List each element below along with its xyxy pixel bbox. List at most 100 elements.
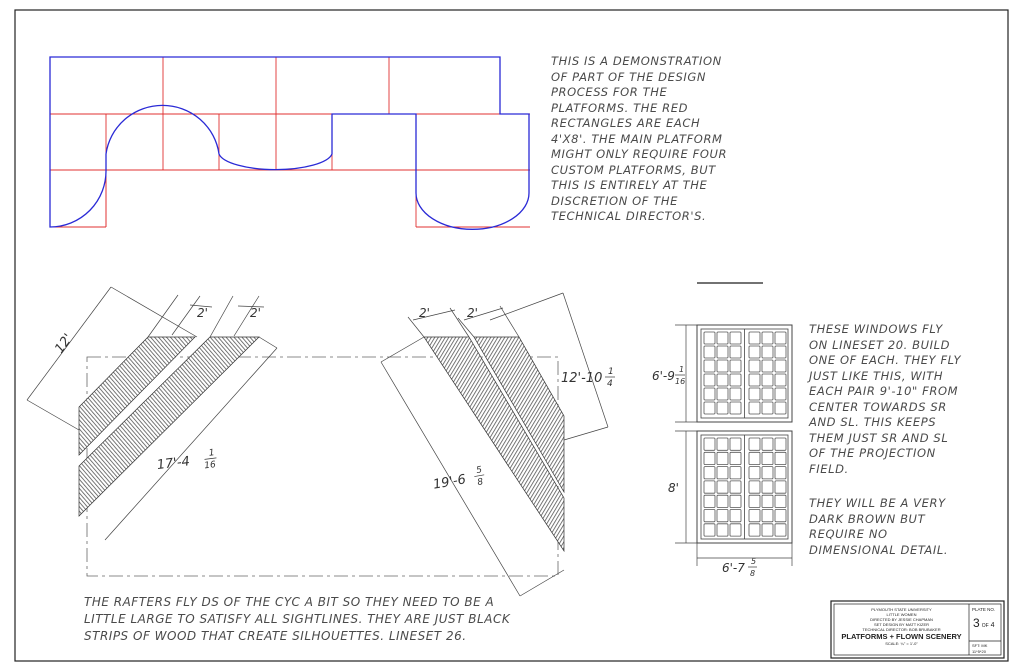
- dim-left-2b: 2': [250, 306, 261, 320]
- window-pane: [748, 494, 761, 508]
- window-pane: [774, 401, 787, 415]
- title-block-line: TECHNICAL DIRECTOR: BOB BRUBAKER: [862, 627, 941, 632]
- left-rafters: [26, 286, 559, 577]
- window-pane: [774, 451, 787, 465]
- rafters-note: THE RAFTERS FLY DS OF THE CYC A BIT SO T…: [84, 594, 510, 645]
- window-pane: [748, 451, 761, 465]
- window-pane: [703, 494, 716, 508]
- dim-win-bottom: 8': [668, 481, 679, 495]
- windows-note-2-line: DIMENSIONAL DETAIL.: [809, 542, 949, 557]
- title-block: PLYMOUTH STATE UNIVERSITY LITTLE WOMEN D…: [836, 607, 967, 646]
- dim-right-short: 12'-10: [561, 371, 602, 386]
- platform-note-line: THIS IS ENTIRELY AT THE: [551, 178, 708, 192]
- plate-of: OF: [981, 623, 989, 629]
- window-pane: [729, 451, 742, 465]
- windows-note-line: THEM JUST SR AND SL: [809, 430, 949, 445]
- platform-note-line: OF PART OF THE DESIGN: [551, 69, 707, 84]
- window-pane: [716, 451, 729, 465]
- window-pane: [774, 373, 787, 387]
- window-pane: [716, 523, 729, 537]
- title-block-line: SET DESIGN BY MATT KIZER: [873, 622, 930, 627]
- windows-note-line: ONE OF EACH. THEY FLY: [809, 353, 962, 367]
- windows-elevation: [675, 324, 793, 566]
- dim-right-long-num: 5: [476, 465, 484, 476]
- window-pane: [703, 437, 716, 451]
- window-upper-panes: [703, 331, 787, 415]
- dim-left-long: 17'-4: [156, 454, 191, 473]
- window-pane: [716, 437, 729, 451]
- windows-note-line: THESE WINDOWS FLY: [809, 322, 943, 336]
- window-pane: [729, 345, 742, 359]
- window-pane: [748, 523, 761, 537]
- title-block-line: PLYMOUTH STATE UNIVERSITY: [871, 607, 932, 612]
- windows-note-line: JUST LIKE THIS, WITH: [809, 368, 944, 383]
- window-pane: [703, 387, 716, 401]
- dim-right-long: 19'-6: [432, 472, 467, 493]
- title-block-frame: [830, 600, 1005, 659]
- window-pane: [729, 480, 742, 494]
- window-pane: [761, 331, 774, 345]
- platform-plan: [49, 56, 530, 230]
- window-pane: [729, 387, 742, 401]
- window-pane: [774, 387, 787, 401]
- windows-note: THESE WINDOWS FLY ON LINESET 20. BUILD O…: [809, 322, 961, 477]
- window-pane: [716, 373, 729, 387]
- windows-note-line: AND SL. THIS KEEPS: [809, 415, 937, 429]
- window-pane: [729, 331, 742, 345]
- window-pane: [761, 437, 774, 451]
- window-pane: [716, 331, 729, 345]
- dim-win-top-den: 16: [675, 377, 685, 386]
- window-pane: [761, 387, 774, 401]
- window-pane: [761, 345, 774, 359]
- window-pane: [729, 523, 742, 537]
- window-lower-panes: [703, 437, 787, 537]
- window-pane: [716, 466, 729, 480]
- window-pane: [761, 359, 774, 373]
- dim-right-long-den: 8: [477, 477, 485, 488]
- window-pane: [748, 359, 761, 373]
- platform-note-line: RECTANGLES ARE EACH: [551, 116, 701, 130]
- window-pane: [761, 494, 774, 508]
- platform-note-line: DISCRETION OF THE: [551, 193, 679, 208]
- window-pane: [716, 387, 729, 401]
- window-pane: [774, 523, 787, 537]
- window-pane: [748, 480, 761, 494]
- rafters-note-line: THE RAFTERS FLY DS OF THE CYC A BIT SO T…: [84, 595, 495, 609]
- window-pane: [761, 373, 774, 387]
- window-pane: [716, 509, 729, 523]
- dim-right-2b: 2': [467, 306, 478, 320]
- sheet-date: 11*5*20: [972, 649, 986, 654]
- window-pane: [748, 345, 761, 359]
- title-block-line: LITTLE WOMEN: [886, 612, 917, 617]
- window-pane: [703, 401, 716, 415]
- window-pane: [729, 437, 742, 451]
- dim-win-width-num: 5: [751, 557, 756, 566]
- windows-note-line: FIELD.: [809, 461, 849, 476]
- drawn-by-value: MK: [981, 643, 988, 648]
- dim-left-long-den: 16: [204, 460, 217, 471]
- window-pane: [748, 331, 761, 345]
- plate-total: 4: [990, 622, 995, 629]
- window-pane: [748, 373, 761, 387]
- window-pane: [774, 331, 787, 345]
- window-pane: [748, 437, 761, 451]
- sheet-scale: SCALE: ¼" = 1'-0": [885, 641, 918, 646]
- window-pane: [703, 523, 716, 537]
- window-pane: [729, 466, 742, 480]
- dim-right-2a: 2': [419, 306, 430, 320]
- right-rafter-right: [473, 336, 565, 494]
- windows-note-line: OF THE PROJECTION: [809, 446, 936, 460]
- window-pane: [748, 387, 761, 401]
- window-pane: [729, 509, 742, 523]
- window-pane: [761, 451, 774, 465]
- window-pane: [761, 480, 774, 494]
- window-pane: [703, 480, 716, 494]
- drawn-by: SFT: MK: [972, 643, 987, 648]
- platform-note-line: THIS IS A DEMONSTRATION: [551, 54, 722, 68]
- window-pane: [748, 466, 761, 480]
- window-pane: [703, 345, 716, 359]
- platform-note-line: 4'x8'. THE MAIN PLATFORM: [551, 131, 723, 146]
- window-pane: [774, 509, 787, 523]
